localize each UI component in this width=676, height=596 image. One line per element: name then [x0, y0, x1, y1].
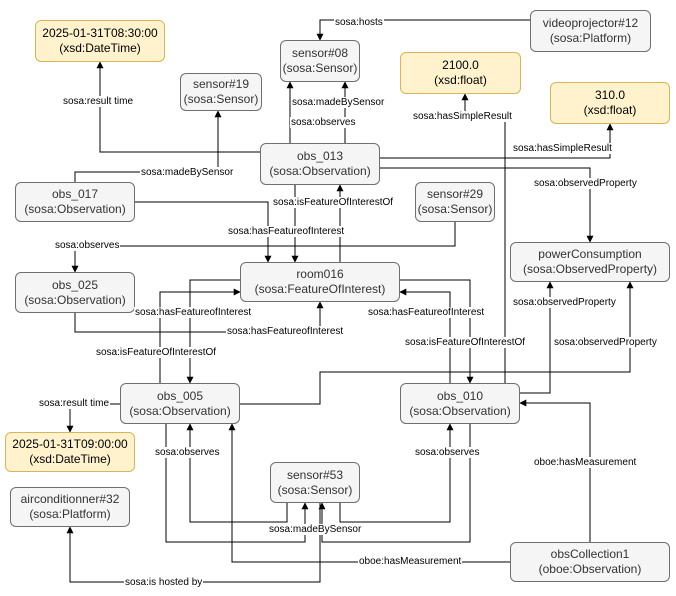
node-type: (sosa:Observation) [269, 164, 371, 178]
edge-has-simple-result-310 [504, 123, 614, 383]
node-label: room016 [296, 267, 344, 281]
node-type: (sosa:Sensor) [282, 61, 358, 75]
edge-label-observed-property-013: sosa:observedProperty [533, 178, 638, 189]
node-label: videoprojector#12 [542, 16, 639, 30]
node-label: obs_013 [296, 149, 344, 163]
node-power-consumption: powerConsumption (sosa:ObservedProperty) [510, 242, 670, 282]
edge-has-measurement-010 [519, 399, 591, 542]
edge-observed-property-010 [520, 281, 554, 394]
edge-result-time-013 [96, 61, 260, 153]
node-label: obsCollection1 [550, 547, 630, 561]
node-sensor-29: sensor#29 (sosa:Sensor) [415, 182, 495, 222]
node-sensor-19: sensor#19 (sosa:Sensor) [180, 73, 262, 111]
edge-label-observes-025: sosa:observes [54, 240, 121, 251]
node-float-310: 310.0 (xsd:float) [550, 82, 670, 124]
node-type: (sosa:Platform) [549, 31, 632, 45]
node-type: (sosa:Sensor) [183, 92, 259, 106]
edge-label-is-hosted-by: sosa:is hosted by [124, 577, 204, 588]
edge-is-feature-of-interest-of-010 [400, 279, 474, 384]
edge-has-feature-of-interest-010 [399, 288, 451, 383]
edge-made-by-sensor-010 [318, 424, 471, 543]
node-type: (xsd:DateTime) [59, 41, 141, 55]
node-type: (sosa:Observation) [24, 292, 126, 307]
edge-label-hosts: sosa:hosts [334, 17, 384, 28]
edge-label-result-time-005: sosa:result time [38, 398, 111, 409]
node-label: sensor#19 [192, 77, 250, 91]
edge-has-feature-of-interest-017 [135, 201, 272, 263]
edge-observes-010 [339, 423, 454, 523]
node-label: powerConsumption [538, 247, 642, 261]
node-obs-013: obs_013 (sosa:Observation) [260, 143, 380, 185]
node-type: (sosa:Observation) [409, 403, 511, 418]
edge-label-observes-013: sosa:observes [290, 117, 357, 128]
node-type: (xsd:float) [434, 73, 487, 87]
edge-label-made-by-sensor-053: sosa:madeBySensor [268, 524, 363, 535]
node-type: (sosa:ObservedProperty) [522, 262, 658, 276]
edge-observes-025 [71, 222, 456, 273]
edge-has-feature-of-interest-005 [159, 288, 241, 383]
edge-label-has-feature-of-interest-025: sosa:hasFeatureofInterest [226, 326, 345, 337]
node-label: airconditionner#32 [20, 492, 120, 506]
node-sensor-53: sensor#53 (sosa:Sensor) [270, 462, 360, 503]
node-obs-017: obs_017 (sosa:Observation) [15, 182, 135, 222]
node-room-016: room016 (sosa:FeatureOfInterest) [240, 262, 400, 302]
edge-label-made-by-sensor-017: sosa:madeBySensor [140, 167, 235, 178]
node-airconditionner-32: airconditionner#32 (sosa:Platform) [10, 487, 130, 527]
node-datetime-0900: 2025-01-31T09:00:00 (xsd:DateTime) [5, 432, 135, 472]
node-obs-025: obs_025 (sosa:Observation) [15, 272, 135, 313]
edge-label-has-measurement-010: oboe:hasMeasurement [533, 457, 638, 468]
edge-label-has-feature-of-interest-017: sosa:hasFeatureofInterest [227, 226, 346, 237]
node-videoprojector-12: videoprojector#12 (sosa:Platform) [530, 10, 651, 52]
edge-observes-005 [186, 423, 288, 523]
node-label: 2025-01-31T09:00:00 [12, 437, 128, 451]
edge-label-is-feature-of-interest-of-010: sosa:isFeatureOfInterestOf [404, 337, 527, 348]
node-label: sensor#29 [426, 187, 484, 201]
edge-label-observed-property-010: sosa:observedProperty [512, 297, 617, 308]
node-type: (sosa:Platform) [29, 507, 111, 521]
node-obs-005: obs_005 (sosa:Observation) [120, 383, 240, 424]
node-type: (sosa:FeatureOfInterest) [254, 282, 386, 296]
edge-label-has-simple-result-2100: sosa:hasSimpleResult [412, 111, 513, 122]
edge-label-is-feature-of-interest-of-013: sosa:isFeatureOfInterestOf [272, 197, 395, 208]
edge-label-is-feature-of-interest-of-005: sosa:isFeatureOfInterestOf [95, 347, 218, 358]
node-label: 2025-01-31T08:30:00 [42, 26, 158, 40]
node-label: obs_005 [156, 388, 204, 403]
node-label: obs_017 [51, 187, 99, 201]
edge-label-observes-005: sosa:observes [154, 447, 221, 458]
node-type: (oboe:Observation) [538, 562, 642, 576]
node-label: 2100.0 [442, 58, 479, 72]
edge-observed-property-013 [380, 167, 594, 243]
node-type: (xsd:float) [583, 103, 637, 117]
node-label: 310.0 [594, 88, 626, 102]
node-type: (sosa:Observation) [24, 202, 126, 216]
node-obs-collection-1: obsCollection1 (oboe:Observation) [510, 542, 670, 582]
edge-label-observed-property-005: sosa:observedProperty [553, 337, 658, 348]
edge-label-has-feature-of-interest-010: sosa:hasFeatureofInterest [367, 307, 486, 318]
node-label: sensor#53 [286, 467, 344, 482]
edge-label-observes-010: sosa:observes [414, 447, 481, 458]
node-label: obs_010 [436, 388, 484, 403]
edge-label-has-measurement-005: oboe:hasMeasurement [358, 556, 463, 567]
node-type: (sosa:Sensor) [417, 202, 493, 216]
edge-label-has-feature-of-interest-005: sosa:hasFeatureofInterest [134, 307, 253, 318]
edge-made-by-sensor-005 [165, 424, 309, 543]
node-label: sensor#08 [291, 46, 349, 60]
node-type: (sosa:Sensor) [277, 482, 353, 497]
node-type: (sosa:Observation) [129, 403, 231, 418]
node-datetime-0830: 2025-01-31T08:30:00 (xsd:DateTime) [35, 20, 165, 62]
edge-has-simple-result-2100 [380, 93, 506, 159]
edge-hosts [316, 19, 530, 41]
node-type: (xsd:DateTime) [29, 452, 111, 466]
node-obs-010: obs_010 (sosa:Observation) [400, 383, 520, 424]
node-sensor-08: sensor#08 (sosa:Sensor) [280, 40, 360, 82]
edge-has-feature-of-interest-025 [74, 301, 324, 333]
edge-label-has-simple-result-310: sosa:hasSimpleResult [512, 143, 613, 154]
edge-label-result-time-013: sosa:result time [62, 96, 135, 107]
edge-label-made-by-sensor-013: sosa:madeBySensor [291, 97, 386, 108]
node-label: obs_025 [51, 277, 99, 292]
node-float-2100: 2100.0 (xsd:float) [400, 52, 521, 94]
